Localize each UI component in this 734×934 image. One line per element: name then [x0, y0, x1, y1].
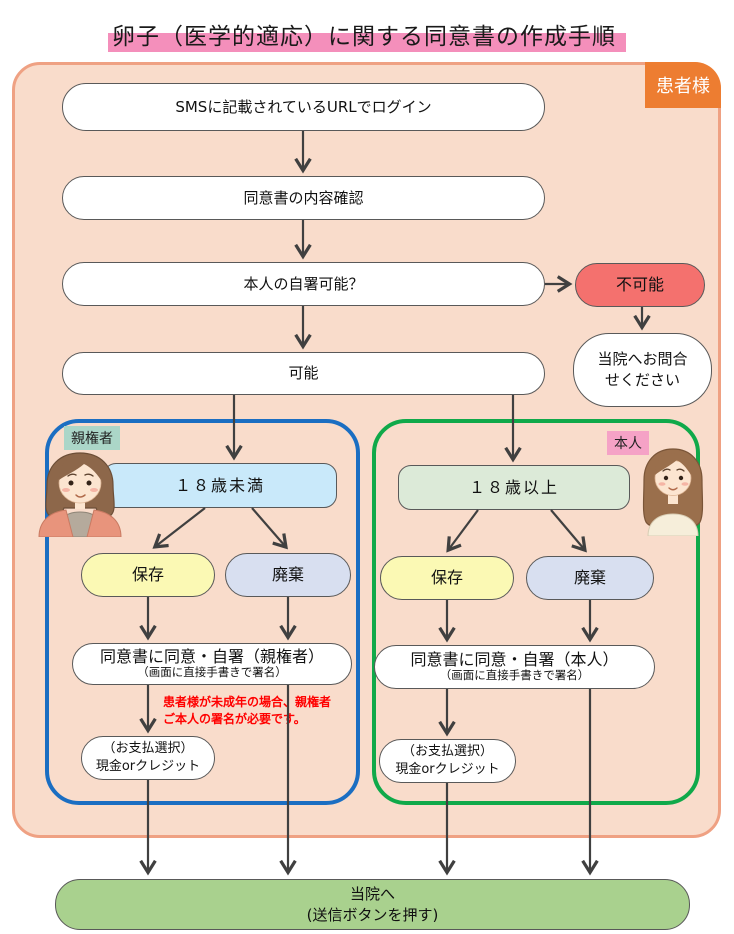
- node-contact-clinic: 当院へお問合 せください: [573, 333, 712, 407]
- group-guardian: [45, 419, 360, 805]
- group-label-self: 本人: [607, 431, 649, 455]
- footer-line2: (送信ボタンを押す): [306, 905, 439, 924]
- sign-self-sub: （画面に直接手書きで署名）: [439, 667, 590, 682]
- contact-line2: せください: [604, 371, 680, 389]
- node-sign-self: 同意書に同意・自署（本人） （画面に直接手書きで署名）: [374, 645, 655, 689]
- node-sign-guardian: 同意書に同意・自署（親権者） （画面に直接手書きで署名）: [72, 643, 352, 685]
- minor-signature-note: 患者様が未成年の場合、親権者 ご本人の署名が必要です。: [163, 694, 363, 729]
- node-confirm-content: 同意書の内容確認: [62, 176, 545, 220]
- sign-self-main: 同意書に同意・自署（本人）: [410, 650, 619, 670]
- node-discard-self: 廃棄: [526, 556, 654, 600]
- payment-guardian-line2: 現金orクレジット: [95, 759, 201, 774]
- sign-guardian-sub: （画面に直接手書きで署名）: [137, 664, 287, 679]
- node-impossible: 不可能: [575, 263, 705, 307]
- node-payment-self: （お支払選択） 現金orクレジット: [379, 739, 516, 783]
- patient-badge: 患者様: [645, 62, 721, 108]
- sign-guardian-main: 同意書に同意・自署（親権者）: [99, 647, 324, 667]
- footer-line1: 当院へ: [349, 885, 395, 904]
- group-self: [372, 419, 700, 805]
- title-row: 卵子（医学的適応）に関する同意書の作成手順: [0, 17, 734, 53]
- contact-line1: 当院へお問合: [597, 350, 688, 368]
- group-label-guardian: 親権者: [64, 426, 120, 450]
- node-self-sign-question: 本人の自署可能？: [62, 262, 545, 306]
- node-login: SMSに記載されているURLでログイン: [62, 83, 545, 131]
- self-woman-avatar: [642, 448, 704, 536]
- page-title: 卵子（医学的適応）に関する同意書の作成手順: [108, 17, 626, 53]
- node-possible: 可能: [62, 352, 545, 395]
- node-payment-guardian: （お支払選択） 現金orクレジット: [81, 736, 215, 780]
- node-send-to-clinic: 当院へ (送信ボタンを押す): [55, 879, 690, 930]
- note-line1: 患者様が未成年の場合、親権者: [163, 695, 332, 709]
- payment-guardian-line1: （お支払選択）: [102, 740, 194, 756]
- node-discard-guardian: 廃棄: [225, 553, 351, 597]
- payment-self-line1: （お支払選択）: [401, 743, 493, 759]
- note-line2: ご本人の署名が必要です。: [163, 712, 306, 727]
- node-save-guardian: 保存: [81, 553, 215, 597]
- guardian-woman-avatar: [38, 452, 122, 537]
- payment-self-line2: 現金orクレジット: [395, 762, 500, 777]
- node-save-self: 保存: [380, 556, 514, 600]
- node-age-over-18: １８歳以上: [398, 465, 630, 510]
- node-age-under-18: １８歳未満: [103, 463, 337, 508]
